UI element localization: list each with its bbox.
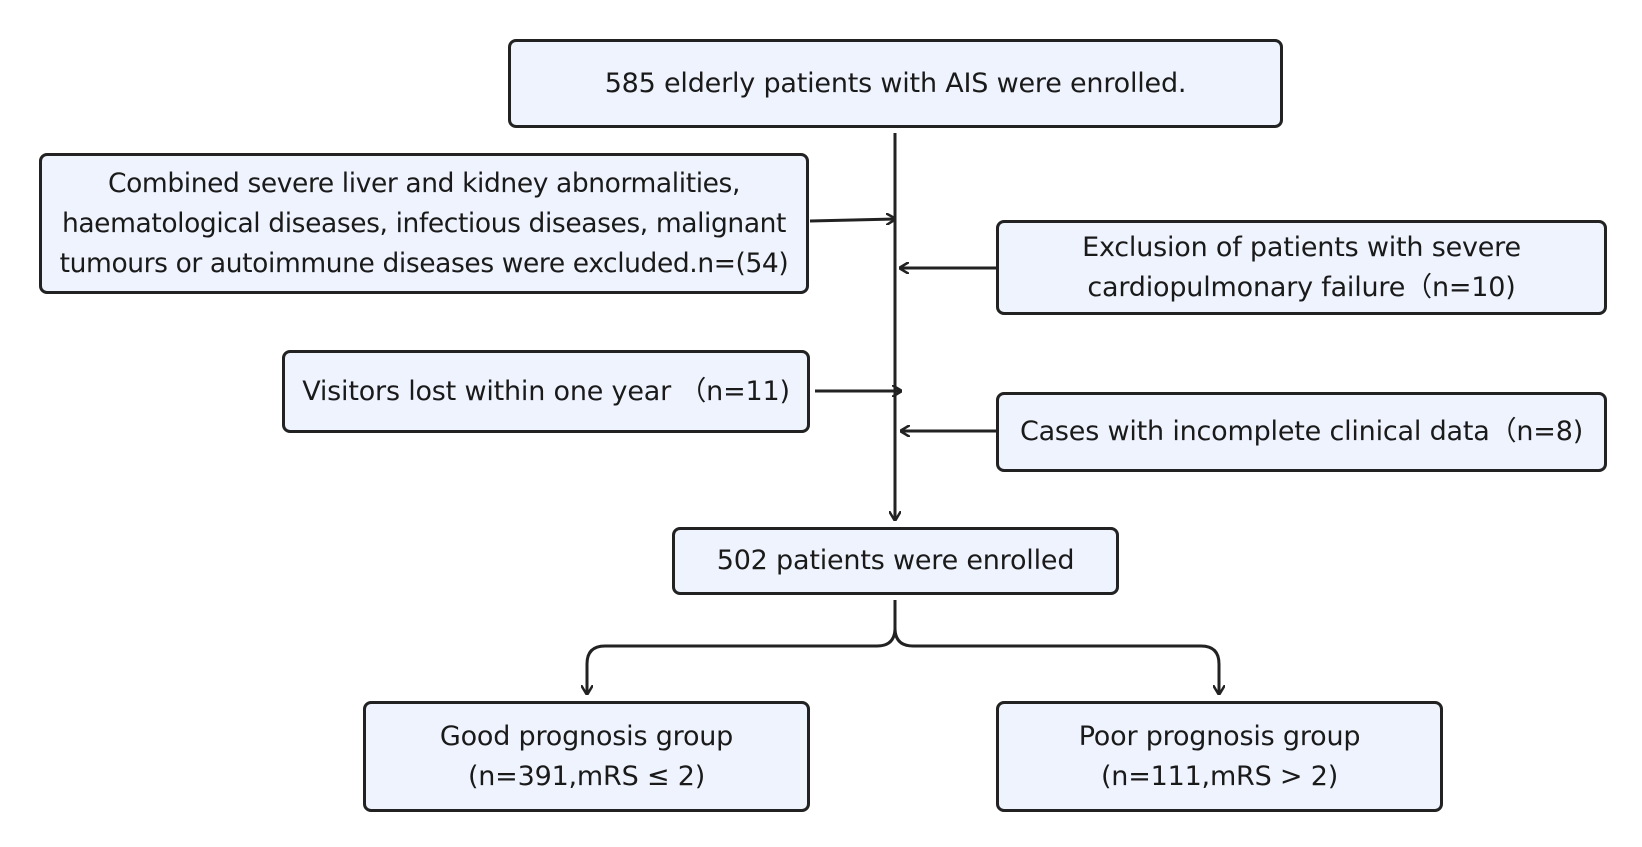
box-poor-prognosis-group: Poor prognosis group (n=111,mRS > 2) xyxy=(996,701,1443,812)
enrolled-final-text: 502 patients were enrolled xyxy=(716,545,1075,576)
good-prognosis-text: Good prognosis group (n=391,mRS ≤ 2) xyxy=(439,720,734,792)
exclusion-organ-text: Combined severe liver and kidney abnorma… xyxy=(59,167,789,279)
split-arrow-good xyxy=(587,600,897,694)
box-lost-followup: Visitors lost within one year （n=11) xyxy=(282,350,810,433)
box-enrolled-initial: 585 elderly patients with AIS were enrol… xyxy=(508,39,1283,128)
enrolled-initial-text: 585 elderly patients with AIS were enrol… xyxy=(604,67,1187,99)
box-incomplete-data: Cases with incomplete clinical data（n=8) xyxy=(996,392,1607,472)
box-enrolled-final: 502 patients were enrolled xyxy=(672,527,1119,595)
split-arrow-poor xyxy=(893,627,1219,694)
poor-prognosis-text: Poor prognosis group (n=111,mRS > 2) xyxy=(1078,720,1361,792)
exclusion-organ-arrow xyxy=(809,219,895,221)
incomplete-data-text: Cases with incomplete clinical data（n=8) xyxy=(1019,416,1584,447)
lost-followup-text: Visitors lost within one year （n=11) xyxy=(302,375,790,407)
box-good-prognosis-group: Good prognosis group (n=391,mRS ≤ 2) xyxy=(363,701,810,812)
box-exclusion-organ-diseases: Combined severe liver and kidney abnorma… xyxy=(39,153,809,294)
box-exclusion-cardiopulmonary: Exclusion of patients with severe cardio… xyxy=(996,220,1607,315)
exclusion-cardio-text: Exclusion of patients with severe cardio… xyxy=(1082,231,1521,303)
